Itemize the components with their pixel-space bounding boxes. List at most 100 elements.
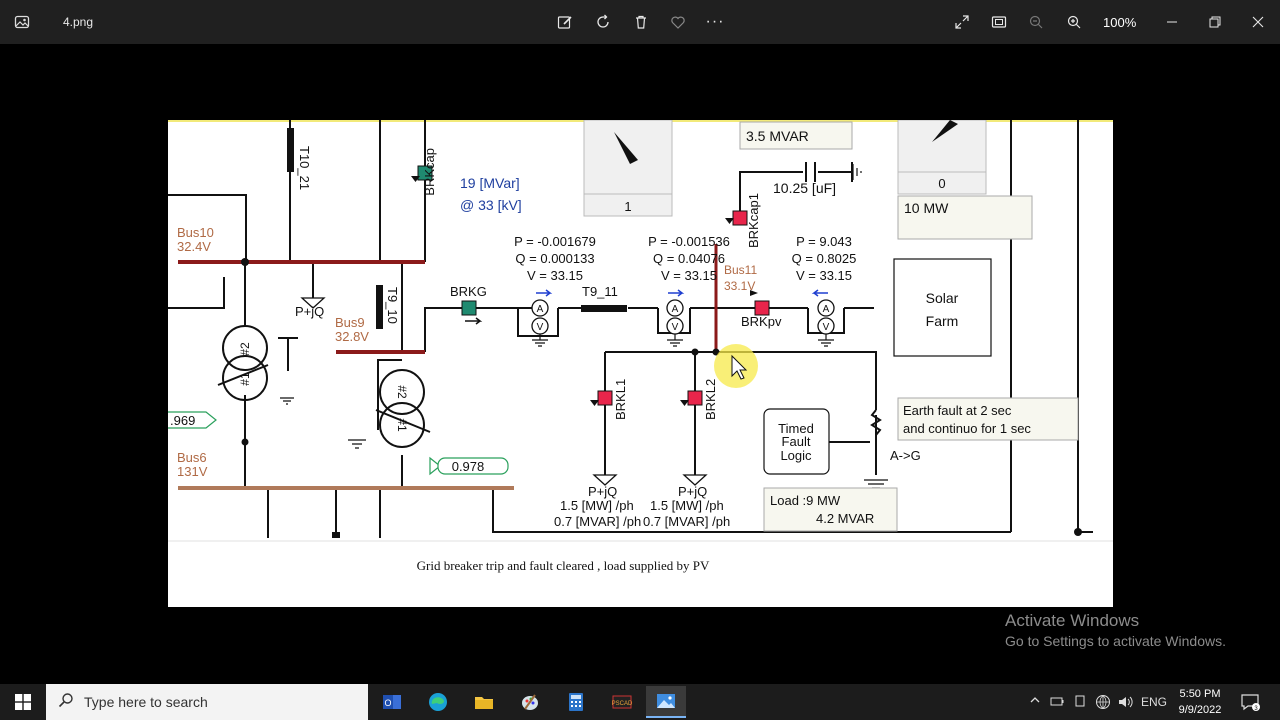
- activate-title: Activate Windows: [1005, 611, 1140, 630]
- svg-text:3.5 MVAR: 3.5 MVAR: [746, 128, 809, 144]
- svg-text:32.4V: 32.4V: [177, 239, 211, 254]
- svg-text:BRKL2: BRKL2: [703, 379, 718, 420]
- svg-text:0.7 [MVAR] /ph: 0.7 [MVAR] /ph: [643, 514, 730, 529]
- paint-icon[interactable]: [510, 686, 550, 718]
- svg-text:Farm: Farm: [926, 313, 959, 329]
- language-indicator[interactable]: ENG: [1141, 695, 1168, 709]
- breaker-brkl1[interactable]: [597, 390, 613, 406]
- calculator-icon[interactable]: [556, 686, 596, 718]
- svg-text:BRKcap1: BRKcap1: [746, 193, 761, 248]
- taskbar: Type here to search O PSCAD ENG 5:50 PM …: [0, 684, 1280, 720]
- search-icon: [58, 692, 78, 712]
- svg-text:10.25 [uF]: 10.25 [uF]: [773, 180, 836, 196]
- minimize-icon[interactable]: [1158, 8, 1186, 36]
- switch-widget-1[interactable]: 1: [583, 120, 673, 217]
- switch-widget-0[interactable]: 0: [897, 120, 987, 195]
- edge-icon[interactable]: [418, 686, 458, 718]
- svg-text:V: V: [537, 322, 544, 333]
- svg-text:33.1V: 33.1V: [724, 279, 755, 293]
- favorite-icon[interactable]: [664, 8, 692, 36]
- breaker-brkl2[interactable]: [687, 390, 703, 406]
- svg-text:V = 33.15: V = 33.15: [527, 268, 583, 283]
- pscad-icon[interactable]: PSCAD: [602, 686, 642, 718]
- photos-title-bar: 4.png ··· 100%: [0, 0, 1280, 44]
- svg-text:Bus6: Bus6: [177, 450, 207, 465]
- breaker-brkcap[interactable]: [417, 165, 433, 181]
- usb-icon[interactable]: [1073, 694, 1087, 711]
- svg-text:1: 1: [624, 199, 631, 214]
- battery-icon[interactable]: [1050, 694, 1064, 711]
- breaker-brkpv[interactable]: [754, 300, 770, 316]
- start-button[interactable]: [0, 684, 46, 720]
- svg-text:Bus10: Bus10: [177, 225, 214, 240]
- clock-time: 5:50 PM: [1179, 688, 1221, 700]
- svg-text:P+jQ: P+jQ: [678, 484, 707, 499]
- svg-text:BRKG: BRKG: [450, 284, 487, 299]
- zoom-in-icon[interactable]: [1060, 8, 1088, 36]
- breaker-brkg[interactable]: [461, 300, 477, 316]
- svg-text:P = -0.001679: P = -0.001679: [514, 234, 596, 249]
- network-icon[interactable]: [1095, 694, 1111, 713]
- photos-icon[interactable]: [646, 686, 686, 718]
- activate-subtitle: Go to Settings to activate Windows.: [1005, 633, 1226, 649]
- zoom-level[interactable]: 100%: [1103, 15, 1137, 30]
- svg-text:P+jQ: P+jQ: [295, 304, 324, 319]
- tray-overflow-icon[interactable]: [1029, 694, 1041, 709]
- svg-text:4.2 MVAR: 4.2 MVAR: [816, 511, 874, 526]
- circuit-diagram-image: 1 0 3.5 MVAR 10 MW 10.25 [uF] #2 #1: [168, 120, 1113, 607]
- svg-text:BRKcap: BRKcap: [422, 148, 437, 196]
- rotate-icon[interactable]: [589, 8, 617, 36]
- solar-farm-block: [893, 258, 992, 357]
- zoom-out-icon[interactable]: [1022, 8, 1050, 36]
- svg-text:PSCAD: PSCAD: [612, 701, 633, 707]
- svg-text:P = 9.043: P = 9.043: [796, 234, 852, 249]
- restore-icon[interactable]: [1201, 8, 1229, 36]
- svg-text:Bus9: Bus9: [335, 315, 365, 330]
- svg-text:Timed: Timed: [778, 421, 814, 436]
- svg-text:V: V: [672, 322, 679, 333]
- photos-app-icon: [8, 8, 36, 36]
- file-explorer-icon[interactable]: [464, 686, 504, 718]
- timed-fault-logic-block: [763, 408, 830, 475]
- svg-text:T9_10: T9_10: [385, 287, 400, 324]
- svg-text:10 MW: 10 MW: [904, 200, 949, 216]
- svg-text:T10_21: T10_21: [297, 146, 312, 190]
- svg-text:A: A: [537, 304, 544, 315]
- more-icon[interactable]: ···: [705, 13, 725, 30]
- svg-text:Bus11: Bus11: [724, 263, 757, 277]
- volume-icon[interactable]: [1117, 694, 1133, 713]
- svg-text:Logic: Logic: [780, 448, 812, 463]
- notifications-icon[interactable]: 3: [1240, 692, 1260, 715]
- transformer-left: [217, 325, 269, 401]
- close-icon[interactable]: [1244, 8, 1272, 36]
- outlook-icon[interactable]: O: [372, 686, 412, 718]
- delete-icon[interactable]: [627, 8, 655, 36]
- file-name: 4.png: [63, 15, 94, 29]
- clock[interactable]: 5:50 PM 9/9/2022: [1174, 686, 1226, 718]
- svg-text:A->G: A->G: [890, 448, 921, 463]
- edit-image-icon[interactable]: [551, 8, 579, 36]
- activate-windows-watermark: Activate Windows Go to Settings to activ…: [1005, 611, 1226, 649]
- fit-screen-icon[interactable]: [985, 8, 1013, 36]
- svg-text:Q = 0.8025: Q = 0.8025: [792, 251, 857, 266]
- svg-text:BRKL1: BRKL1: [613, 379, 628, 420]
- transformer-middle: [375, 369, 431, 448]
- svg-text:#2: #2: [395, 385, 409, 399]
- svg-text:Q = 0.000133: Q = 0.000133: [515, 251, 594, 266]
- svg-text:#1: #1: [238, 372, 252, 386]
- svg-text:131V: 131V: [177, 464, 208, 479]
- svg-text:A: A: [823, 304, 830, 315]
- svg-text:Solar: Solar: [926, 290, 959, 306]
- expand-icon[interactable]: [948, 8, 976, 36]
- breaker-brkcap1[interactable]: [732, 210, 748, 226]
- svg-text:32.8V: 32.8V: [335, 329, 369, 344]
- svg-text:BRKpv: BRKpv: [741, 314, 782, 329]
- svg-text:.969: .969: [170, 413, 195, 428]
- svg-text:Load :9 MW: Load :9 MW: [770, 493, 841, 508]
- svg-text:V = 33.15: V = 33.15: [661, 268, 717, 283]
- clock-date: 9/9/2022: [1178, 704, 1222, 716]
- svg-text:@ 33 [kV]: @ 33 [kV]: [460, 197, 522, 213]
- taskbar-search-box[interactable]: Type here to search: [46, 684, 368, 720]
- svg-text:and continuo for 1 sec: and continuo for 1 sec: [903, 421, 1031, 436]
- svg-text:0.7 [MVAR] /ph: 0.7 [MVAR] /ph: [554, 514, 641, 529]
